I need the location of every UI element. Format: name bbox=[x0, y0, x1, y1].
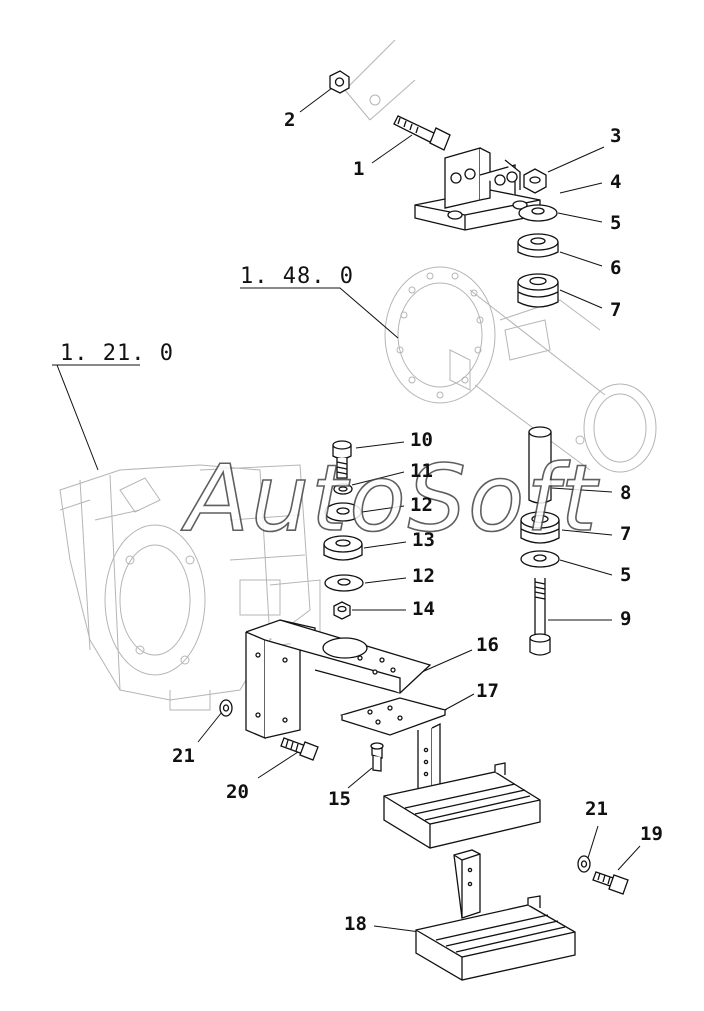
part-3-nut bbox=[523, 168, 547, 194]
callout-5-top: 5 bbox=[610, 212, 622, 234]
part-20-bolt bbox=[280, 737, 319, 761]
watermark: AutoSoft bbox=[185, 444, 599, 553]
part-8-sleeve bbox=[528, 426, 552, 504]
part-5-washer-top bbox=[518, 204, 558, 222]
part-12-washer-upper bbox=[324, 502, 362, 522]
part-19-bolt bbox=[592, 871, 629, 895]
part-6-bushing bbox=[517, 233, 559, 258]
part-1-bolt bbox=[393, 115, 451, 151]
part-5-washer-lower bbox=[520, 550, 560, 568]
part-11-washer bbox=[333, 483, 353, 495]
axle-ghost bbox=[344, 39, 657, 473]
callout-15: 15 bbox=[328, 788, 351, 810]
callout-21-left: 21 bbox=[172, 745, 195, 767]
ref-frame-label: 1. 21. 0 bbox=[60, 341, 174, 366]
part-21-washer-right bbox=[577, 855, 591, 873]
callout-1: 1 bbox=[353, 158, 365, 180]
parts-drawing bbox=[219, 70, 629, 981]
callout-7-lower: 7 bbox=[620, 523, 632, 545]
part-7-bushing-lower bbox=[520, 511, 560, 544]
part-14-nut bbox=[333, 601, 351, 620]
callout-10: 10 bbox=[410, 429, 433, 451]
callout-8: 8 bbox=[620, 482, 632, 504]
callout-7-top: 7 bbox=[610, 299, 622, 321]
part-2-nut bbox=[329, 70, 350, 94]
ref-axle-label: 1. 48. 0 bbox=[240, 264, 354, 289]
callout-5-lower: 5 bbox=[620, 564, 632, 586]
part-21-washer-left bbox=[219, 699, 233, 717]
callout-21-right: 21 bbox=[585, 798, 608, 820]
part-15-bolt bbox=[370, 742, 384, 772]
part-12-washer-lower bbox=[324, 574, 364, 592]
callout-11: 11 bbox=[410, 460, 433, 482]
part-4-bracket bbox=[414, 147, 541, 231]
callout-17: 17 bbox=[476, 680, 499, 702]
callout-16: 16 bbox=[476, 634, 499, 656]
callout-12-lower: 12 bbox=[412, 565, 435, 587]
callout-12-upper: 12 bbox=[410, 494, 433, 516]
callout-19: 19 bbox=[640, 823, 663, 845]
part-7-bushing-top bbox=[517, 273, 559, 308]
callout-13: 13 bbox=[412, 529, 435, 551]
callout-4: 4 bbox=[610, 171, 622, 193]
callout-2: 2 bbox=[284, 109, 296, 131]
part-13-bushing bbox=[323, 535, 363, 561]
callout-6: 6 bbox=[610, 257, 622, 279]
callout-3: 3 bbox=[610, 125, 622, 147]
callout-14: 14 bbox=[412, 598, 435, 620]
part-9-long-bolt bbox=[529, 578, 551, 656]
part-16-l-bracket bbox=[245, 619, 432, 739]
part-17-upper-step bbox=[339, 697, 541, 849]
callout-9: 9 bbox=[620, 608, 632, 630]
part-18-lower-step bbox=[415, 849, 576, 981]
callout-18: 18 bbox=[344, 913, 367, 935]
part-10-bolt bbox=[332, 440, 352, 479]
callout-20: 20 bbox=[226, 781, 249, 803]
